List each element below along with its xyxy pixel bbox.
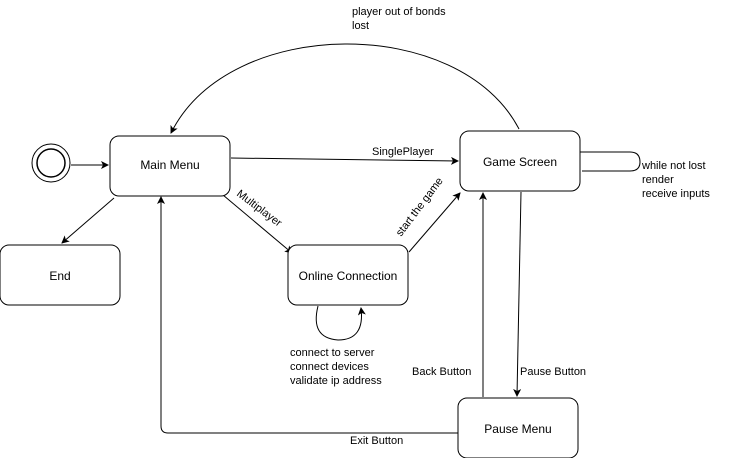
state-online-connection: Online Connection	[287, 244, 409, 306]
edge-game-screen-to-pause-menu	[513, 191, 522, 397]
edge-main-menu-to-game-screen	[230, 156, 459, 165]
pause-menu-label: Pause Menu	[484, 422, 551, 436]
initial-state	[31, 143, 71, 183]
end-label: End	[49, 269, 70, 283]
online-connection-label: Online Connection	[299, 269, 398, 283]
edge-main-menu-to-online-connection	[222, 194, 293, 254]
edge-pause-menu-to-main-menu	[157, 196, 459, 434]
main-menu-label: Main Menu	[140, 158, 199, 172]
edge-game-screen-to-main-menu	[170, 43, 520, 134]
label-connect-devices: connect devices	[290, 361, 369, 373]
game-screen-label: Game Screen	[483, 155, 557, 169]
label-connect-to-server: connect to server	[290, 347, 375, 359]
state-game-screen: Game Screen	[459, 130, 581, 192]
label-singleplayer: SinglePlayer	[372, 146, 434, 158]
edge-online-connection-self-loop	[315, 305, 366, 341]
label-render: render	[642, 174, 674, 186]
label-pause-button: Pause Button	[520, 366, 586, 378]
label-exit-button: Exit Button	[350, 435, 403, 447]
label-receive-inputs: receive inputs	[642, 188, 710, 200]
label-while-not-lost: while not lost	[641, 160, 706, 172]
label-start-the-game: start the game	[394, 175, 446, 238]
label-multiplayer: Multiplayer	[234, 188, 284, 230]
edge-game-screen-self-loop	[580, 151, 641, 172]
edge-online-connection-to-game-screen	[408, 192, 461, 253]
state-main-menu: Main Menu	[109, 135, 231, 197]
label-back-button: Back Button	[412, 366, 471, 378]
label-lost: lost	[352, 20, 369, 32]
label-player-out-of-bonds: player out of bonds	[352, 6, 446, 18]
label-validate-ip-address: validate ip address	[290, 375, 382, 387]
state-pause-menu: Pause Menu	[457, 397, 579, 458]
edge-main-menu-to-end	[61, 197, 115, 244]
state-end: End	[0, 244, 121, 306]
